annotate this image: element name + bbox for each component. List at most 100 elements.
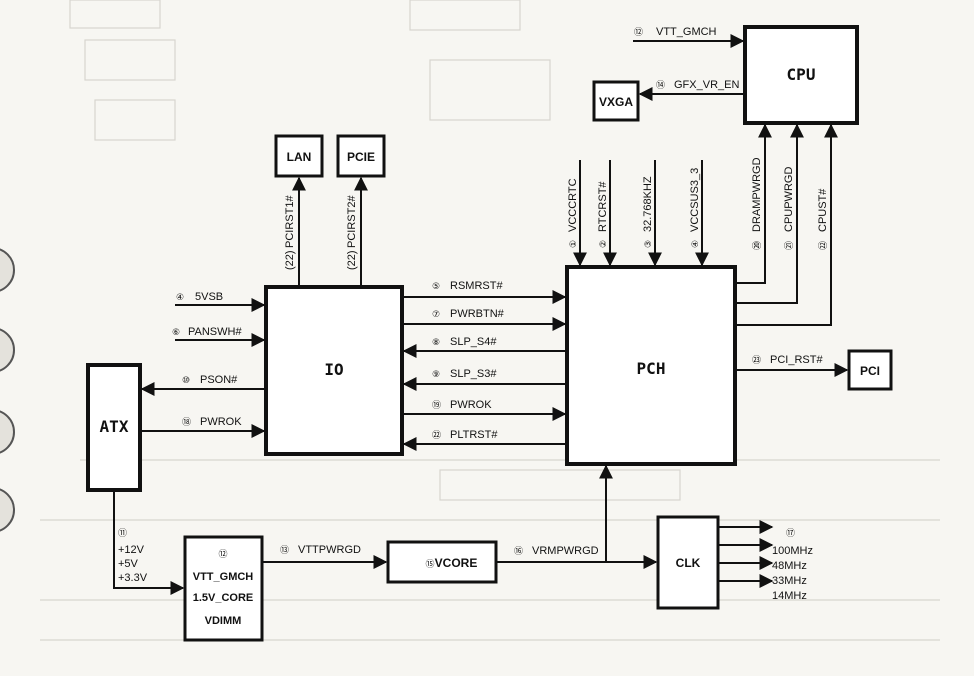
svg-text:⑬: ⑬ bbox=[280, 545, 289, 555]
svg-text:RTCRST#: RTCRST# bbox=[597, 181, 609, 232]
freq-100mhz: 100MHz bbox=[772, 545, 813, 557]
svg-text:④: ④ bbox=[690, 240, 700, 248]
io-label: IO bbox=[324, 360, 343, 379]
svg-text:⑧: ⑧ bbox=[432, 337, 440, 347]
svg-text:GFX_VR_EN: GFX_VR_EN bbox=[674, 79, 739, 91]
freq-48mhz: 48MHz bbox=[772, 560, 807, 572]
vtt-gmch-block: ⑫ VTT_GMCH 1.5V_CORE VDIMM bbox=[183, 535, 264, 642]
binder-holes bbox=[0, 248, 15, 532]
svg-text:⑫: ⑫ bbox=[634, 27, 643, 37]
signal-pwrok-pch: ⑲ PWROK bbox=[402, 399, 567, 421]
signal-cpupwrgd: ㉑ CPUPWRGD bbox=[735, 123, 804, 304]
svg-text:⑤: ⑤ bbox=[432, 281, 440, 291]
vtt-line-1: VTT_GMCH bbox=[193, 571, 254, 583]
pch-block: PCH bbox=[565, 265, 737, 466]
pci-block: PCI bbox=[847, 349, 893, 391]
svg-text:PWROK: PWROK bbox=[200, 416, 242, 428]
atx-rails: ⑪ +12V +5V +3.3V bbox=[113, 490, 185, 595]
pcie-block: PCIE bbox=[336, 134, 386, 178]
clock-outputs: ⑰ 100MHz 48MHz 33MHz 14MHz bbox=[718, 520, 813, 602]
svg-text:⑳: ⑳ bbox=[752, 241, 762, 250]
signal-vttpwrgd: ⑬ VTTPWRGD bbox=[262, 544, 388, 569]
svg-text:SLP_S3#: SLP_S3# bbox=[450, 368, 497, 380]
svg-text:⑲: ⑲ bbox=[432, 400, 441, 410]
rail-5v: +5V bbox=[118, 558, 139, 570]
signal-pcirst2: (22) PCIRST2# bbox=[346, 176, 368, 287]
io-block: IO bbox=[264, 285, 404, 456]
svg-text:⑥: ⑥ bbox=[172, 327, 180, 337]
vcore-label: VCORE bbox=[435, 556, 478, 570]
svg-text:PSON#: PSON# bbox=[200, 374, 238, 386]
svg-text:⑯: ⑯ bbox=[514, 546, 523, 556]
vxga-label: VXGA bbox=[599, 95, 633, 109]
svg-text:⑩: ⑩ bbox=[182, 375, 190, 385]
freq-33mhz: 33MHz bbox=[772, 575, 807, 587]
clk-block: CLK bbox=[656, 515, 720, 610]
signal-pci-rst: ㉓ PCI_RST# bbox=[735, 354, 849, 377]
svg-text:⑦: ⑦ bbox=[432, 309, 440, 319]
pch-label: PCH bbox=[637, 359, 666, 378]
vcore-block: ⑮ VCORE bbox=[386, 540, 498, 584]
svg-text:③: ③ bbox=[643, 240, 653, 248]
svg-text:CPUPWRGD: CPUPWRGD bbox=[783, 167, 795, 232]
signal-vccsus3-3: ④ VCCSUS3_3 bbox=[689, 160, 709, 267]
svg-text:⑨: ⑨ bbox=[432, 369, 440, 379]
svg-text:SLP_S4#: SLP_S4# bbox=[450, 336, 497, 348]
svg-text:VCCCRTC: VCCCRTC bbox=[567, 178, 579, 232]
svg-text:PWROK: PWROK bbox=[450, 399, 492, 411]
svg-text:㉓: ㉓ bbox=[752, 355, 761, 365]
svg-text:DRAMPWRGD: DRAMPWRGD bbox=[751, 157, 763, 232]
signal-vtt-gmch: ⑫ VTT_GMCH bbox=[633, 26, 745, 48]
freq-14mhz: 14MHz bbox=[772, 590, 807, 602]
atx-label: ATX bbox=[100, 417, 129, 436]
svg-text:PWRBTN#: PWRBTN# bbox=[450, 308, 505, 320]
signal-pson: ⑩ PSON# bbox=[140, 374, 266, 396]
svg-text:⑰: ⑰ bbox=[786, 528, 795, 538]
svg-text:CPUST#: CPUST# bbox=[817, 188, 829, 232]
svg-text:⑭: ⑭ bbox=[656, 80, 665, 90]
signal-vrmpwrgd: ⑯ VRMPWRGD bbox=[496, 464, 658, 569]
svg-text:②: ② bbox=[598, 240, 608, 248]
svg-text:(22): (22) bbox=[284, 250, 296, 270]
vtt-line-2: 1.5V_CORE bbox=[193, 592, 254, 604]
svg-text:PCI_RST#: PCI_RST# bbox=[770, 354, 823, 366]
signal-pwrok-atx: ⑱ PWROK bbox=[140, 416, 266, 438]
clk-label: CLK bbox=[676, 556, 701, 570]
lan-label: LAN bbox=[287, 150, 312, 164]
signal-5vsb: ④ 5VSB bbox=[175, 291, 266, 312]
signal-rsmrst: ⑤ RSMRST# bbox=[402, 280, 567, 304]
cpu-block: CPU bbox=[743, 25, 859, 125]
vtt-block-num: ⑫ bbox=[218, 549, 227, 559]
pcie-label: PCIE bbox=[347, 150, 375, 164]
svg-text:⑱: ⑱ bbox=[182, 417, 191, 427]
svg-text:RSMRST#: RSMRST# bbox=[450, 280, 503, 292]
svg-text:①: ① bbox=[568, 240, 578, 248]
svg-text:PCIRST2#: PCIRST2# bbox=[346, 195, 358, 248]
cpu-label: CPU bbox=[787, 65, 816, 84]
signal-vcccrtc: ① VCCCRTC bbox=[567, 160, 587, 267]
svg-text:PLTRST#: PLTRST# bbox=[450, 429, 498, 441]
signal-pcirst1: (22) PCIRST1# bbox=[284, 176, 306, 287]
svg-text:VRMPWRGD: VRMPWRGD bbox=[532, 545, 599, 557]
lan-block: LAN bbox=[274, 134, 324, 178]
vxga-block: VXGA bbox=[592, 80, 640, 122]
svg-text:㉑: ㉑ bbox=[784, 241, 794, 250]
pci-label: PCI bbox=[860, 364, 880, 378]
svg-text:(22): (22) bbox=[346, 250, 358, 270]
svg-text:㉒: ㉒ bbox=[818, 241, 828, 250]
signal-gfx-vr-en: ⑭ GFX_VR_EN bbox=[638, 79, 745, 101]
svg-text:④: ④ bbox=[176, 292, 184, 302]
signal-cpurst: ㉒ CPUST# bbox=[735, 123, 838, 326]
svg-text:VTTPWRGD: VTTPWRGD bbox=[298, 544, 361, 556]
signal-drampwrgd: ⑳ DRAMPWRGD bbox=[735, 123, 772, 284]
atx-block: ATX bbox=[86, 363, 142, 492]
svg-text:32.768KHZ: 32.768KHZ bbox=[642, 176, 654, 232]
svg-text:⑪: ⑪ bbox=[118, 528, 127, 538]
signal-panswh: ⑥ PANSWH# bbox=[172, 326, 266, 347]
vtt-line-3: VDIMM bbox=[205, 615, 242, 627]
signal-slp-s4: ⑧ SLP_S4# bbox=[402, 336, 567, 358]
signal-pwrbtn: ⑦ PWRBTN# bbox=[402, 308, 567, 331]
svg-text:VCCSUS3_3: VCCSUS3_3 bbox=[689, 168, 701, 232]
signal-rtcrst: ② RTCRST# bbox=[597, 160, 617, 267]
